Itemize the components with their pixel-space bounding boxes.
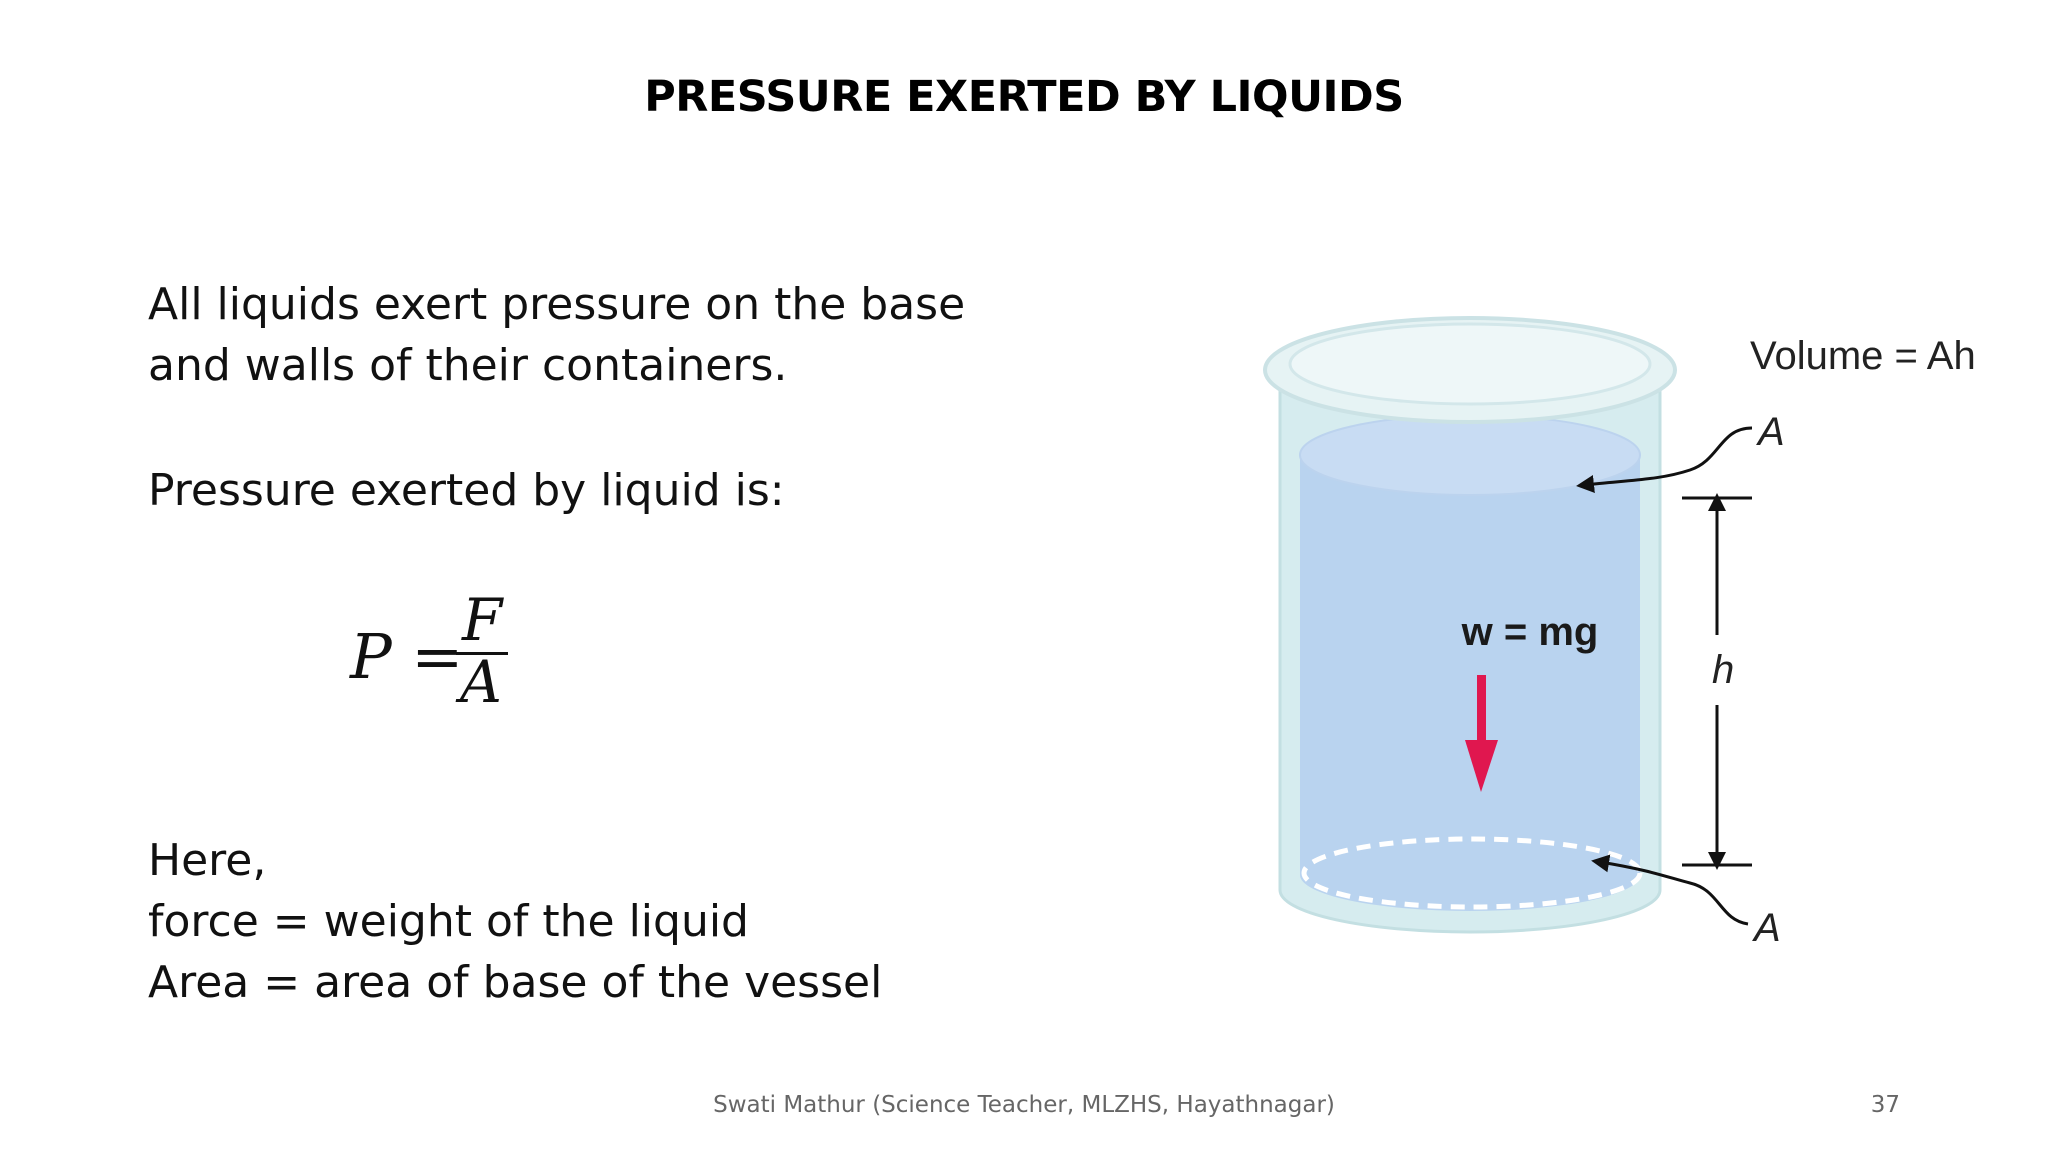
formula-numerator: F	[462, 586, 503, 654]
pressure-formula: P = F A	[350, 586, 530, 720]
here-line-3: Area = area of base of the vessel	[148, 957, 883, 1008]
weight-arrow-head	[1465, 740, 1498, 792]
container-diagram: Volume = Ah A h A w = mg	[1250, 280, 2010, 970]
intro-line-1: All liquids exert pressure on the base	[148, 279, 966, 330]
intro-paragraph: All liquids exert pressure on the base a…	[148, 274, 965, 396]
footer-credit: Swati Mathur (Science Teacher, MLZHS, Ha…	[713, 1092, 1335, 1118]
bottom-area-pointer	[1591, 854, 1749, 926]
formula-lhs: P =	[350, 620, 464, 693]
top-area-pointer	[1576, 426, 1753, 493]
intro-line-2: and walls of their containers.	[148, 340, 788, 391]
page-number: 37	[1870, 1092, 1900, 1118]
weight-arrow-shaft	[1477, 675, 1486, 745]
bottom-area-label: A	[1754, 906, 1781, 950]
liquid-column	[1300, 455, 1640, 911]
volume-label: Volume = Ah	[1750, 334, 1976, 378]
weight-label: w = mg	[1461, 610, 1599, 654]
slide-title: PRESSURE EXERTED BY LIQUIDS	[644, 72, 1404, 122]
height-label: h	[1708, 648, 1739, 693]
here-line-1: Here,	[148, 835, 267, 886]
base-area-outline	[1301, 836, 1643, 910]
container-illustration	[1263, 316, 1753, 934]
container-rim-inner	[1288, 322, 1652, 406]
top-area-label: A	[1758, 410, 1785, 454]
formula-denominator: A	[460, 648, 502, 716]
explanation-block: Here, force = weight of the liquid Area …	[148, 830, 882, 1013]
pressure-statement: Pressure exerted by liquid is:	[148, 465, 785, 516]
formula-fraction-bar	[456, 652, 508, 655]
liquid-surface	[1299, 414, 1641, 496]
here-line-2: force = weight of the liquid	[148, 896, 749, 947]
